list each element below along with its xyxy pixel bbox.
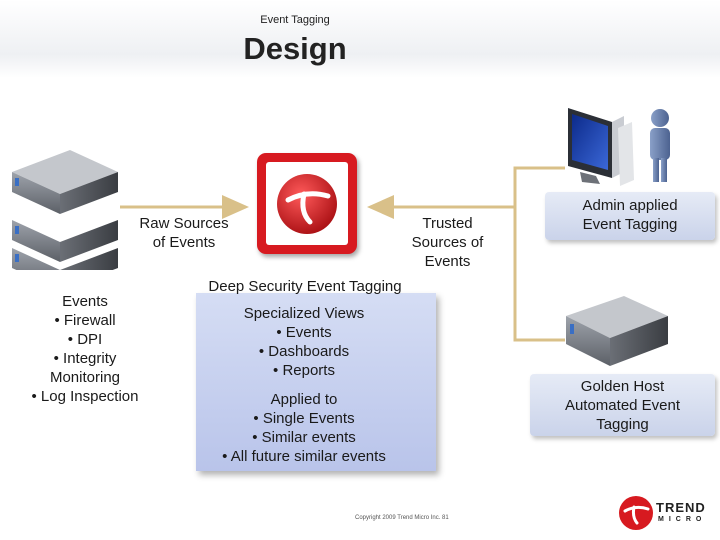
admin-applied-callout: Admin applied Event Tagging (545, 192, 715, 240)
line-admin (513, 166, 565, 207)
specialized-views: Specialized Views • Events • Dashboards … (243, 305, 365, 379)
brand-mark: TREND MICRO (616, 493, 716, 533)
section-eyebrow: Event Tagging (260, 14, 330, 26)
line-golden-host (513, 207, 565, 342)
events-list: Events • Firewall • DPI • Integrity Moni… (30, 292, 140, 406)
brand-text-micro: MICRO (658, 516, 707, 523)
header-band (0, 0, 720, 78)
events-heading: Events (62, 293, 108, 310)
admin-workstation-icon (568, 108, 670, 186)
trend-micro-brand-icon (619, 496, 653, 530)
golden-host-callout: Golden Host Automated Event Tagging (530, 374, 715, 436)
events-item: • Integrity Monitoring (49, 350, 121, 386)
deep-security-title: Deep Security Event Tagging (208, 278, 402, 295)
deep-security-panel (196, 293, 436, 471)
raw-sources-label: Raw Sources of Events (139, 215, 229, 251)
trusted-sources-label: Trusted Sources of Events (411, 215, 484, 270)
brand-text-trend: TREND (656, 500, 706, 515)
copyright-footer: Copyright 2009 Trend Micro Inc. 81 (355, 515, 449, 521)
events-item: • Firewall (54, 312, 116, 329)
trend-micro-logo-icon (257, 153, 357, 254)
server-stack-icon (12, 150, 118, 270)
applied-to: Applied to • Single Events • Similar eve… (222, 391, 386, 465)
events-item: • Log Inspection (31, 388, 139, 405)
page-title: Design (243, 31, 347, 66)
golden-host-server-icon (566, 296, 668, 366)
events-item: • DPI (67, 331, 103, 348)
